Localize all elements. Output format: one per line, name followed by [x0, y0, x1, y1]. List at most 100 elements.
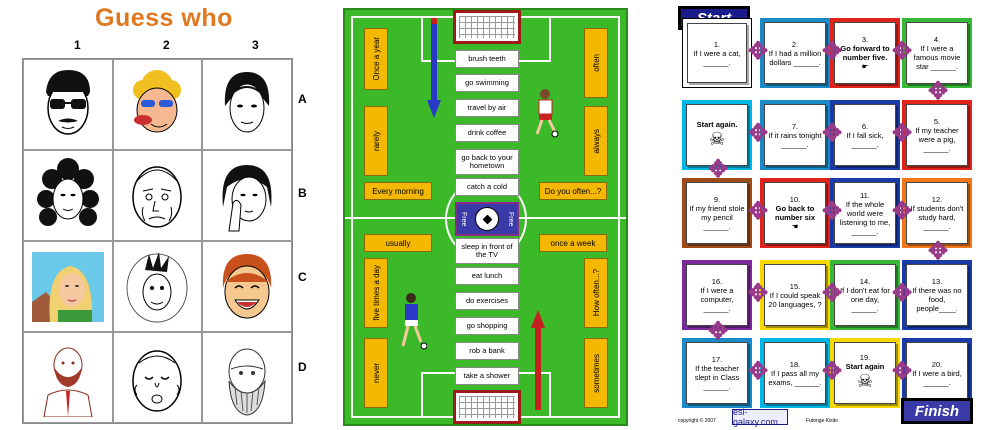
move-arrow-icon: ✥ — [747, 38, 769, 65]
square-17[interactable]: 17.If the teacher slept in Class ______. — [682, 338, 752, 408]
left-side-square[interactable]: five times a day — [364, 258, 388, 328]
square-18[interactable]: 18.If I pass all my exams, ______. — [760, 338, 830, 408]
square-text: If I were a computer, ______. — [700, 286, 734, 313]
board-square[interactable]: eat lunch — [455, 267, 519, 285]
square-number: 4. — [933, 35, 941, 44]
square-15[interactable]: 15.If I could speak 20 languages, ? — [760, 260, 830, 330]
row-label-d: D — [298, 360, 307, 374]
square-number: 13. — [931, 277, 943, 286]
right-side-square[interactable]: sometimes — [584, 338, 608, 408]
square-text: If the whole world were listening to me,… — [839, 199, 891, 236]
face-d2[interactable] — [112, 332, 203, 423]
face-d3[interactable] — [202, 332, 292, 423]
free-center-square[interactable]: Free Free — [455, 202, 519, 236]
board-square[interactable]: take a shower — [455, 367, 519, 385]
square-number: 3. — [861, 35, 869, 44]
square-text: If students don't study hard, ______. — [910, 204, 964, 231]
square-20[interactable]: 20.If I were a bird, ______. — [902, 338, 972, 408]
square-19[interactable]: 19.Start again☠ — [830, 338, 900, 408]
square-number: 6. — [861, 121, 869, 131]
face-a3[interactable] — [202, 59, 292, 150]
face-d1[interactable] — [23, 332, 113, 423]
square-text: If it rains tonight ______. — [768, 130, 822, 149]
soccer-ball-icon — [475, 207, 499, 231]
board-square[interactable]: brush teeth — [455, 50, 519, 68]
square-text: If I were a famous movie star ______. — [913, 44, 961, 71]
move-arrow-icon: ✥ — [927, 78, 949, 105]
face-b2[interactable] — [112, 150, 203, 241]
board-square[interactable]: travel by air — [455, 99, 519, 117]
board-square[interactable]: do exercises — [455, 292, 519, 310]
square-14[interactable]: 14.If I don't eat for one day, ______. — [830, 260, 900, 330]
square-6[interactable]: 6.If I fall sick, ______. — [830, 100, 900, 170]
guess-who-title: Guess who — [95, 4, 233, 32]
left-side-square[interactable]: never — [364, 338, 388, 408]
face-c3[interactable] — [202, 241, 292, 332]
right-side-square[interactable]: Do you often...? — [539, 182, 607, 200]
old-bearded-man-sketch-icon — [228, 348, 266, 416]
left-side-square[interactable]: rarely — [364, 106, 388, 176]
board-game-panel: Start 1.If I were a cat, ______. 2.If I … — [672, 0, 990, 430]
square-10[interactable]: 10.Go back to number six☚ — [760, 178, 830, 248]
square-number: 5. — [933, 117, 941, 126]
square-number: 15. — [789, 281, 801, 291]
column-label-3: 3 — [252, 38, 259, 52]
square-text: If I fall sick, ______. — [846, 130, 884, 149]
square-number: 11. — [860, 190, 870, 200]
board-square[interactable]: rob a bank — [455, 342, 519, 360]
face-b3[interactable] — [202, 150, 292, 241]
board-square[interactable]: catch a cold — [455, 178, 519, 196]
right-side-label: always — [591, 128, 601, 154]
free-label-right: Free — [507, 211, 514, 227]
left-side-square[interactable]: usually — [364, 234, 432, 252]
right-side-square[interactable]: always — [584, 106, 608, 176]
right-side-square[interactable]: once a week — [539, 234, 607, 252]
left-side-square[interactable]: Every morning — [364, 182, 432, 200]
square-number: 10. — [789, 195, 801, 204]
move-arrow-icon: ✥ — [821, 358, 843, 385]
square-3[interactable]: 3.Go forward to number five.☛ — [830, 18, 900, 88]
square-7[interactable]: 7.If it rains tonight ______. — [760, 100, 830, 170]
move-arrow-icon: ✥ — [891, 120, 913, 147]
face-a1[interactable] — [23, 59, 113, 150]
right-side-square[interactable]: How often...? — [584, 258, 608, 328]
square-4[interactable]: 4.If I were a famous movie star ______. — [902, 18, 972, 88]
right-side-square[interactable]: often — [584, 28, 608, 98]
square-number: 12. — [931, 195, 943, 204]
face-c2[interactable] — [112, 241, 203, 332]
square-9[interactable]: 9.If my friend stole my pencil ______. — [682, 178, 752, 248]
square-number: 17. — [711, 355, 723, 364]
square-2[interactable]: 2.If I had a million dollars ______. — [760, 18, 830, 88]
square-16[interactable]: 16.If I were a computer, ______. — [682, 260, 752, 330]
square-8[interactable]: Start again.☠ — [682, 100, 752, 170]
square-11[interactable]: 11.If the whole world were listening to … — [830, 178, 900, 248]
board-square[interactable]: sleep in front of the TV — [455, 238, 519, 264]
face-a2[interactable] — [112, 59, 203, 150]
square-text: If my friend stole my pencil ______. — [689, 204, 745, 231]
square-12[interactable]: 12.If students don't study hard, ______. — [902, 178, 972, 248]
board-square[interactable]: drink coffee — [455, 124, 519, 142]
face-c1[interactable] — [23, 241, 113, 332]
left-side-label: five times a day — [371, 265, 381, 321]
square-text: Start again — [845, 362, 885, 372]
finish-badge: Finish — [901, 398, 973, 424]
right-side-label: often — [591, 54, 601, 72]
square-1[interactable]: 1.If I were a cat, ______. — [682, 18, 752, 88]
row-label-c: C — [298, 270, 307, 284]
move-arrow-icon: ✥ — [707, 318, 729, 345]
column-label-1: 1 — [74, 38, 81, 52]
square-5[interactable]: 5.If my teacher were a pig, ______. — [902, 100, 972, 170]
board-square[interactable]: go shopping — [455, 317, 519, 335]
square-13[interactable]: 13.If there was no food, people____. — [902, 260, 972, 330]
board-square[interactable]: go back to your hometown — [455, 149, 519, 175]
square-text: If I pass all my exams, ______. — [768, 368, 822, 387]
blonde-woman-photo-icon — [31, 251, 104, 322]
red-player-icon — [535, 89, 559, 138]
short-hair-woman-face-icon — [225, 71, 270, 132]
face-b1[interactable] — [23, 150, 113, 241]
copyright-text: copyright © 2007 — [678, 418, 716, 424]
left-side-square[interactable]: Once a year — [364, 28, 388, 90]
move-arrow-icon: ✥ — [821, 280, 843, 307]
board-square[interactable]: go swimming — [455, 74, 519, 92]
